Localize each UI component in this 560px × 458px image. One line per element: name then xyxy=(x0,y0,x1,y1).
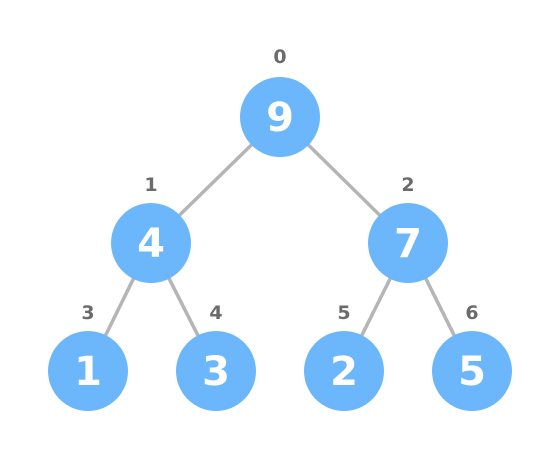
tree-edge-1-4 xyxy=(165,273,202,341)
tree-edge-2-5 xyxy=(358,273,394,341)
tree-node-2: 27 xyxy=(368,174,448,283)
node-index-label: 2 xyxy=(401,174,414,196)
node-value: 4 xyxy=(137,221,165,267)
node-value: 3 xyxy=(202,349,230,395)
node-circle xyxy=(111,203,191,283)
node-circle xyxy=(240,77,320,157)
node-index-label: 5 xyxy=(337,302,350,324)
node-index-label: 1 xyxy=(144,174,157,196)
node-circle xyxy=(432,331,512,411)
tree-node-4: 43 xyxy=(176,302,256,411)
tree-edge-2-6 xyxy=(422,273,458,341)
tree-edge-1-3 xyxy=(102,273,137,341)
node-value: 9 xyxy=(266,95,294,141)
node-index-label: 3 xyxy=(81,302,94,324)
tree-node-5: 52 xyxy=(304,302,384,411)
node-index-label: 4 xyxy=(209,302,222,324)
node-value: 5 xyxy=(458,349,486,395)
node-circle xyxy=(304,331,384,411)
tree-node-3: 31 xyxy=(48,302,128,411)
tree-edges xyxy=(102,140,458,341)
tree-edge-0-1 xyxy=(175,140,256,220)
node-value: 2 xyxy=(330,349,358,395)
node-index-label: 6 xyxy=(465,302,478,324)
tree-node-0: 09 xyxy=(240,46,320,157)
node-value: 1 xyxy=(74,349,102,395)
tree-edge-0-2 xyxy=(303,140,385,220)
node-circle xyxy=(368,203,448,283)
node-circle xyxy=(48,331,128,411)
node-value: 7 xyxy=(394,221,422,267)
node-circle xyxy=(176,331,256,411)
node-index-label: 0 xyxy=(273,46,286,68)
tree-node-1: 14 xyxy=(111,174,191,283)
tree-node-6: 65 xyxy=(432,302,512,411)
